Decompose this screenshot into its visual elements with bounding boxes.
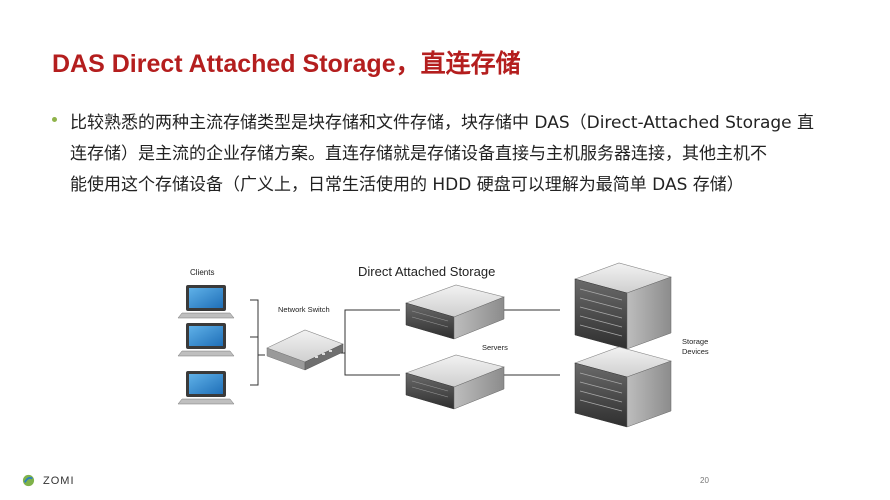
laptop-icon <box>177 285 235 319</box>
storage-array-icon <box>574 262 672 350</box>
zomi-logo-icon <box>22 474 35 487</box>
network-switch-icon <box>266 329 344 371</box>
bullet-line-1: 比较熟悉的两种主流存储类型是块存储和文件存储，块存储中 DAS（Direct-A… <box>70 113 815 133</box>
footer-logo-text: ZOMI <box>43 474 75 487</box>
bullet-line-2: 连存储）是主流的企业存储方案。直连存储就是存储设备直接与主机服务器连接，其他主机… <box>70 144 767 164</box>
bullet-paragraph: 比较熟悉的两种主流存储类型是块存储和文件存储，块存储中 DAS（Direct-A… <box>70 108 850 201</box>
server-icon <box>405 284 505 340</box>
storage-array-icon <box>574 346 672 428</box>
bullet-line-3: 能使用这个存储设备（广义上，日常生活使用的 HDD 硬盘可以理解为最简单 DAS… <box>70 175 744 195</box>
server-icon <box>405 354 505 410</box>
das-diagram: Direct Attached Storage Clients Network … <box>177 262 709 428</box>
laptop-icon <box>177 371 235 405</box>
diagram-title: Direct Attached Storage <box>358 264 495 279</box>
storage-label-line1: Storage <box>682 337 708 346</box>
footer-logo: ZOMI <box>22 474 75 487</box>
page-number: 20 <box>700 476 709 485</box>
servers-label: Servers <box>482 343 508 352</box>
laptop-icon <box>177 323 235 357</box>
slide-title: DAS Direct Attached Storage，直连存储 <box>52 50 521 78</box>
clients-label: Clients <box>190 268 214 277</box>
bullet-marker <box>52 117 57 122</box>
storage-label-line2: Devices <box>682 347 709 356</box>
switch-label: Network Switch <box>278 305 330 314</box>
